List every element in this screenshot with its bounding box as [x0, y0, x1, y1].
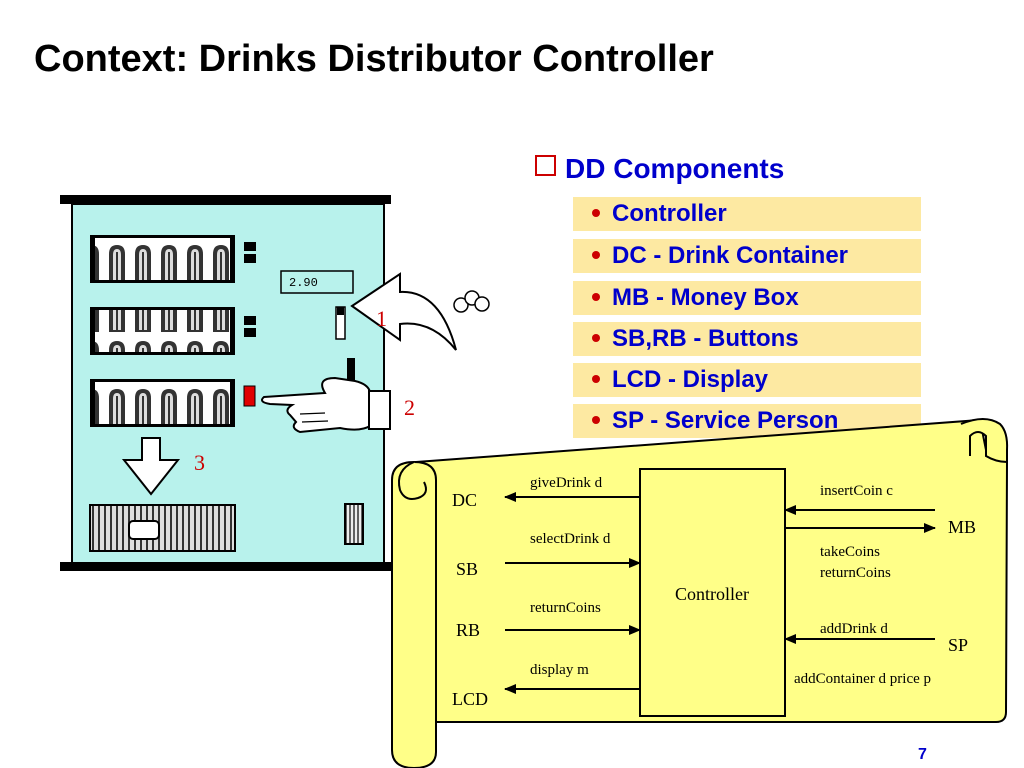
lcd-display-value: 2.90: [289, 276, 318, 290]
drink-shelf-3: [90, 379, 235, 427]
msg-insert-coin: insertCoin c: [820, 483, 893, 499]
dispensed-can-icon: [128, 520, 160, 540]
coin-return-tray: [344, 503, 364, 545]
component-item-controller: Controller: [573, 197, 921, 231]
controller-box: [639, 468, 786, 717]
actor-rb: RB: [456, 620, 480, 640]
insert-coin-arrow-icon: [350, 272, 457, 351]
page-number: 7: [918, 746, 927, 763]
component-item-mb: MB - Money Box: [573, 281, 921, 315]
actor-sb: SB: [456, 559, 478, 579]
msg-take-coins: takeCoins: [820, 544, 880, 560]
bullet-icon: [592, 375, 600, 383]
component-item-sp: SP - Service Person: [573, 404, 921, 438]
return-button[interactable]: [347, 358, 355, 380]
drink-shelf-2: [90, 307, 235, 355]
msg-return-coins-left: returnCoins: [530, 600, 601, 616]
step-label-2: 2: [404, 395, 415, 420]
select-button-3[interactable]: [243, 385, 256, 407]
actor-lcd: LCD: [452, 689, 488, 709]
bullet-icon: [592, 334, 600, 342]
step-label-1: 1: [376, 306, 387, 331]
checkbox-bullet-icon: [535, 155, 556, 176]
pointing-hand-icon: [261, 376, 391, 434]
component-item-buttons: SB,RB - Buttons: [573, 322, 921, 356]
controller-label: Controller: [675, 584, 749, 604]
machine-top-bar: [60, 195, 391, 204]
dispense-arrow-icon: [121, 437, 181, 496]
bullet-icon: [592, 251, 600, 259]
component-item-dc: DC - Drink Container: [573, 239, 921, 273]
components-header: DD Components: [535, 153, 784, 185]
select-button-1[interactable]: [244, 242, 256, 263]
msg-give-drink: giveDrink d: [530, 475, 603, 491]
coins-icon: [453, 290, 490, 313]
machine-bottom-bar: [60, 562, 391, 571]
bullet-icon: [592, 209, 600, 217]
actor-dc: DC: [452, 490, 477, 510]
components-header-label: DD Components: [565, 153, 785, 184]
actor-sp: SP: [948, 635, 968, 655]
msg-add-drink: addDrink d: [820, 621, 888, 637]
actor-mb: MB: [948, 517, 976, 537]
bullet-icon: [592, 293, 600, 301]
lcd-display: [280, 270, 354, 294]
msg-add-container: addContainer d price p: [794, 671, 931, 687]
msg-display: display m: [530, 662, 589, 678]
drink-output-tray: [89, 504, 236, 552]
select-button-2[interactable]: [244, 316, 256, 337]
component-item-lcd: LCD - Display: [573, 363, 921, 397]
drink-shelf-1: [90, 235, 235, 283]
msg-return-coins-right: returnCoins: [820, 565, 891, 581]
step-label-3: 3: [194, 450, 205, 475]
msg-select-drink: selectDrink d: [530, 531, 611, 547]
slide-title: Context: Drinks Distributor Controller: [34, 38, 714, 80]
bullet-icon: [592, 416, 600, 424]
